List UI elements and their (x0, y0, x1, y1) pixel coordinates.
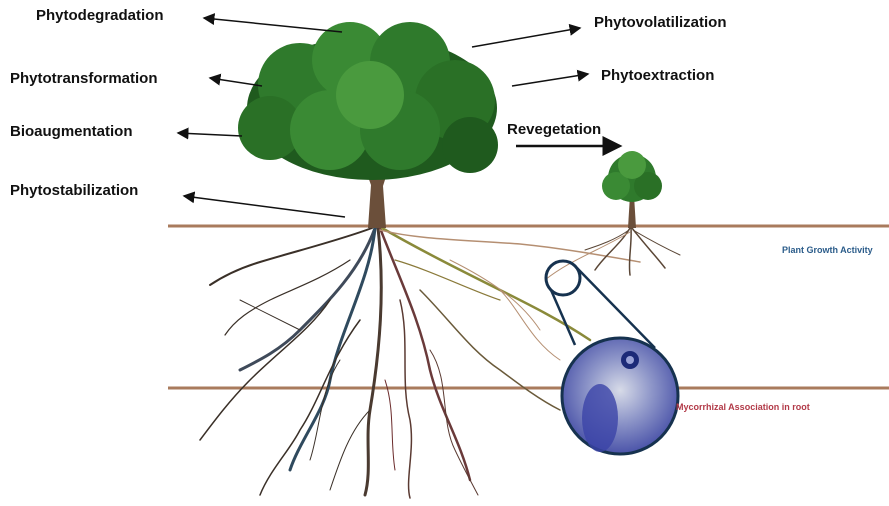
arrow-bioaugmentation (178, 133, 242, 136)
arrow-phytostabilization (184, 196, 345, 217)
label-phytotransformation: Phytotransformation (10, 70, 158, 87)
label-mycorrhizal-association: Mycorrhizal Association in root (676, 402, 810, 412)
label-phytostabilization: Phytostabilization (10, 182, 138, 199)
label-plant-growth-activity: Plant Growth Activity (782, 245, 873, 255)
small-tree-roots (545, 228, 680, 280)
arrow-phytodegradation (204, 18, 342, 32)
label-phytodegradation: Phytodegradation (36, 7, 164, 24)
label-phytovolatilization: Phytovolatilization (594, 14, 727, 31)
label-bioaugmentation: Bioaugmentation (10, 123, 133, 140)
small-tree (602, 151, 662, 228)
arrow-phytovolatilization (472, 28, 580, 47)
label-revegetation: Revegetation (507, 121, 601, 138)
large-tree-canopy (238, 22, 498, 180)
arrow-phytotransformation (210, 78, 262, 86)
label-phytoextraction: Phytoextraction (601, 67, 714, 84)
mycorrhizal-magnifier (546, 261, 678, 454)
arrow-phytoextraction (512, 74, 588, 86)
